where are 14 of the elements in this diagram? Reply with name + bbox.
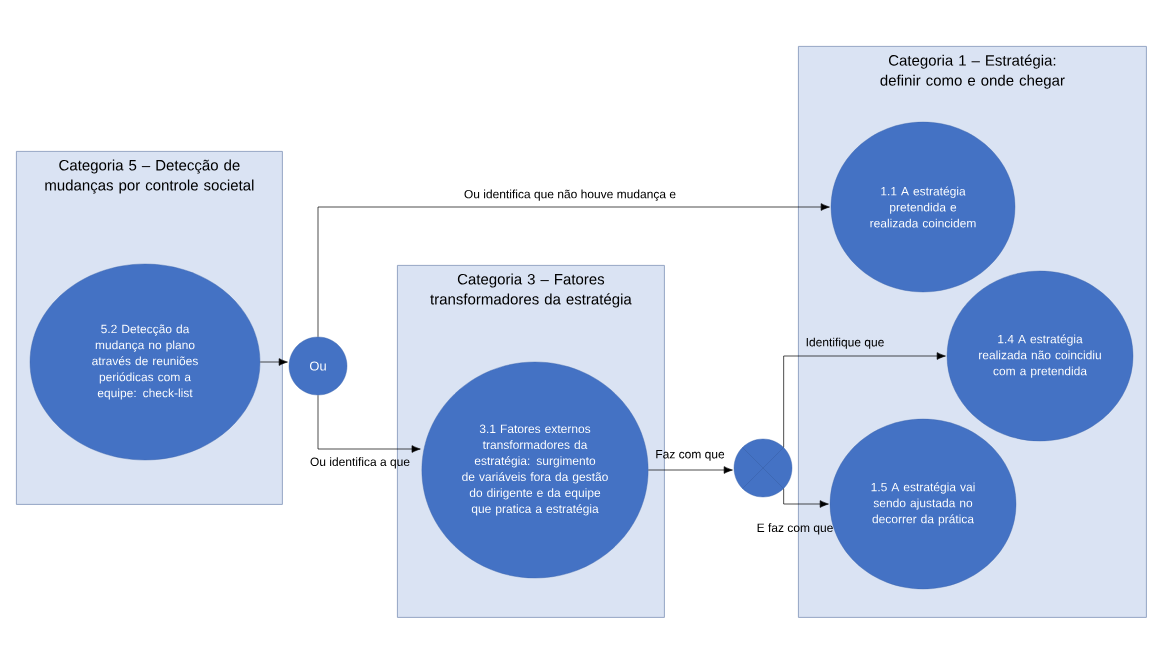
category-heading: Categoria 3 – Fatores transformadores da estratégia — [430, 273, 632, 308]
edge-label: Ou identifica a que — [310, 457, 410, 469]
arrow — [783, 352, 946, 448]
edge-label: Identifique que — [806, 337, 884, 349]
category-heading: Categoria 5 – Detecção de mudanças por controle societal — [45, 159, 254, 194]
arrow — [317, 203, 830, 338]
arrow — [259, 358, 288, 366]
arrow — [783, 488, 829, 508]
junction-circle — [733, 438, 793, 498]
arrow — [648, 466, 733, 474]
edge-label: Faz com que — [656, 450, 725, 461]
arrow — [317, 394, 421, 453]
category-heading: Categoria 1 – Estratégia: definir como e onde chegar — [880, 54, 1065, 89]
edge-label: Ou identifica que não houve mudança e — [464, 189, 676, 201]
